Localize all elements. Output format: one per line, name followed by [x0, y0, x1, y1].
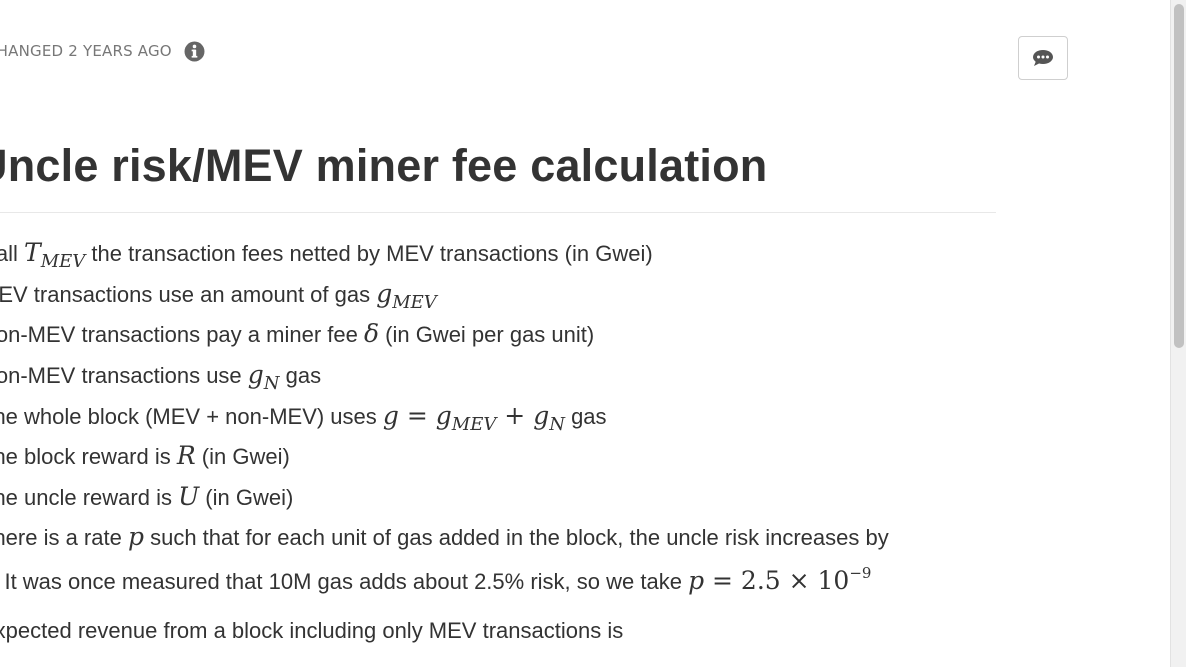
list-item: The whole block (MEV + non-MEV) uses g =… [0, 401, 607, 435]
list-item: Non-MEV transactions use gN gas [0, 360, 322, 394]
scrollbar-thumb[interactable] [1174, 4, 1184, 348]
list-item: There is a rate p such that for each uni… [0, 522, 889, 551]
list-item: MEV transactions use an amount of gas gM… [0, 279, 437, 313]
info-circle-icon[interactable] [184, 41, 205, 62]
comment-icon [1033, 50, 1053, 66]
changed-timestamp: CHANGED 2 YEARS AGO [0, 42, 172, 60]
paragraph: Expected revenue from a block including … [0, 618, 624, 643]
page-title: Uncle risk/MEV miner fee calculation [0, 140, 768, 191]
title-divider [0, 212, 996, 213]
list-item-continuation: p. It was once measured that 10M gas add… [0, 564, 872, 595]
list-item: Call TMEV the transaction fees netted by… [0, 238, 653, 272]
list-item: The uncle reward is U (in Gwei) [0, 482, 294, 511]
list-item: The block reward is R (in Gwei) [0, 441, 290, 470]
scrollbar[interactable] [1170, 0, 1186, 667]
comment-button[interactable] [1018, 36, 1068, 80]
list-item: Non-MEV transactions pay a miner fee δ (… [0, 319, 595, 348]
